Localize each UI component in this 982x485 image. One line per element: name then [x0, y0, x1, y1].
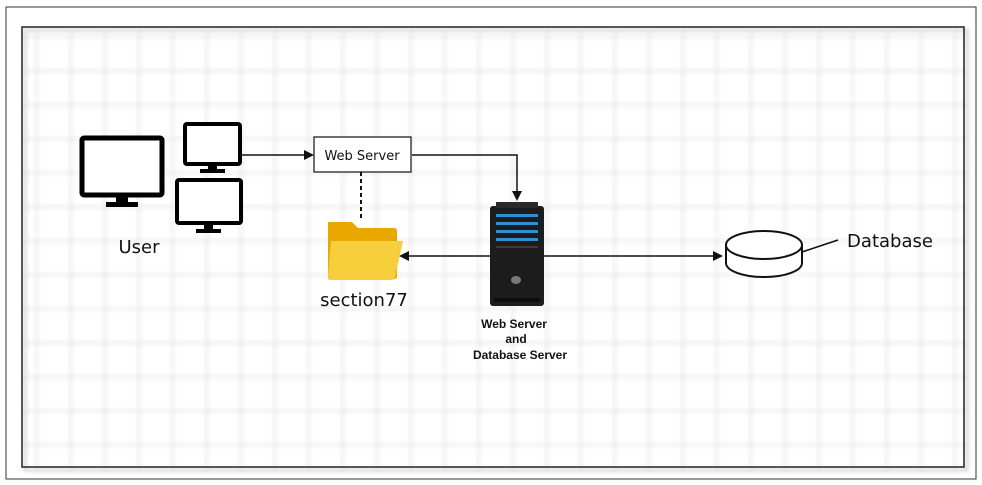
- database-icon: [725, 230, 803, 278]
- user-computers-group: [79, 122, 243, 233]
- monitor-icon: [183, 122, 242, 173]
- user-label: User: [118, 237, 160, 258]
- database-label: Database: [847, 231, 933, 252]
- server-label-line-1: Web Server: [481, 317, 547, 331]
- web-server-box-label: Web Server: [324, 149, 400, 164]
- connector-webserver-to-server: [412, 154, 522, 201]
- web-server-box: [313, 136, 412, 173]
- folder-icon: [327, 222, 403, 280]
- server-label-line-2: and: [505, 332, 526, 346]
- folder-label: section77: [320, 290, 408, 311]
- server-label-line-3: Database Server: [473, 348, 567, 362]
- monitor-icon: [175, 178, 243, 233]
- database-label-leader: [801, 239, 839, 253]
- monitor-icon: [79, 135, 165, 207]
- server-tower-icon: [490, 202, 544, 306]
